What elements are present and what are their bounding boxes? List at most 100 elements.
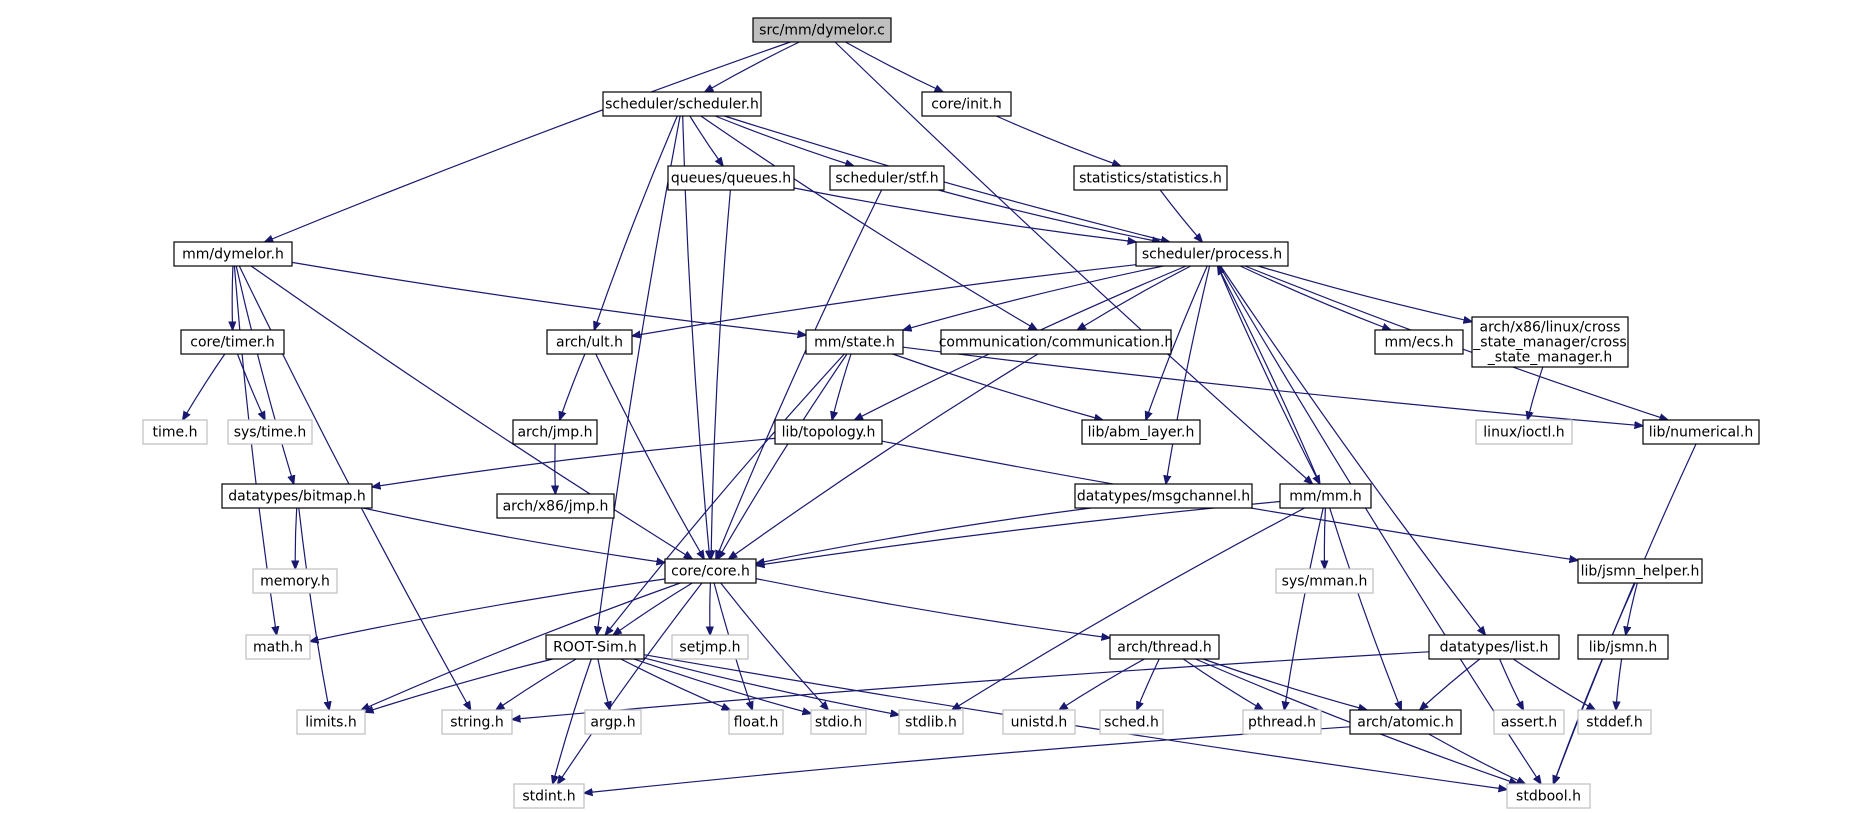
edge-root-to-mm_h (834, 41, 1313, 484)
node-memory-h[interactable]: memory.h (252, 568, 338, 594)
node-mm-h[interactable]: mm/mm.h (1279, 483, 1372, 509)
node-label: ROOT-Sim.h (553, 640, 637, 656)
node-scheduler-h[interactable]: scheduler/scheduler.h (602, 91, 762, 117)
node-ioctl-h[interactable]: linux/ioctl.h (1475, 419, 1573, 445)
node-comm-h[interactable]: communication/communication.h (939, 329, 1174, 355)
node-numerical-h[interactable]: lib/numerical.h (1642, 419, 1760, 445)
edge-rootsim_h-to-float_h (620, 658, 730, 710)
node-bitmap-h[interactable]: datatypes/bitmap.h (221, 483, 373, 509)
node-label: stdint.h (522, 789, 575, 805)
node-pthread-h[interactable]: pthread.h (1242, 709, 1322, 735)
node-list-h[interactable]: datatypes/list.h (1428, 634, 1560, 660)
node-box (180, 329, 285, 355)
edge-mm_h-to-atomic_h (1329, 507, 1402, 710)
node-float-h[interactable]: float.h (728, 709, 784, 735)
edge-process_h-to-list_h (1220, 265, 1486, 635)
edge-queues_h-to-process_h (793, 187, 1136, 242)
edge-cross_h-to-ioctl_h (1528, 366, 1544, 420)
node-box (921, 91, 1012, 117)
node-statistics-h[interactable]: statistics/statistics.h (1073, 165, 1228, 191)
node-box (512, 419, 598, 445)
edge-mm_h-to-stdlib_h (952, 507, 1305, 710)
node-state-h[interactable]: mm/state.h (805, 329, 904, 355)
edge-jsmnhelper_h-to-stdbool_h (1553, 582, 1636, 784)
edge-mm_h-to-sysmman_h (1324, 507, 1325, 569)
node-systime-h[interactable]: sys/time.h (227, 419, 313, 445)
node-jsmnhelper-h[interactable]: lib/jsmn_helper.h (1577, 558, 1703, 584)
node-msgchannel-h[interactable]: datatypes/msgchannel.h (1074, 483, 1253, 509)
node-sched-h[interactable]: sched.h (1099, 709, 1164, 735)
edge-rootsim_h-to-stdlib_h (643, 657, 899, 715)
node-atomic-h[interactable]: arch/atomic.h (1349, 709, 1462, 735)
node-string-h[interactable]: string.h (441, 709, 513, 735)
edge-state_h-to-core_h (718, 353, 848, 559)
node-label: communication/communication.h (939, 335, 1174, 351)
edge-thread_h-to-sched_h (1137, 658, 1160, 710)
edge-statistics_h-to-process_h (1159, 189, 1202, 242)
node-ecs-h[interactable]: mm/ecs.h (1374, 329, 1464, 355)
node-jmp-h[interactable]: arch/jmp.h (512, 419, 598, 445)
node-ult-h[interactable]: arch/ult.h (546, 329, 633, 355)
node-label: stddef.h (1586, 715, 1642, 731)
node-label: unistd.h (1011, 715, 1068, 731)
node-box (774, 419, 883, 445)
node-limits-h[interactable]: limits.h (296, 709, 366, 735)
edge-list_h-to-string_h (512, 651, 1430, 720)
node-label: scheduler/stf.h (835, 171, 938, 187)
node-rootsim-h[interactable]: ROOT-Sim.h (545, 634, 645, 660)
node-cross-h[interactable]: arch/x86/linux/cross_state_manager/cross… (1471, 316, 1629, 368)
edge-list_h-to-assert_h (1499, 658, 1524, 710)
edge-rootsim_h-to-argp_h (597, 658, 610, 710)
node-timer-h[interactable]: core/timer.h (180, 329, 285, 355)
node-time-h[interactable]: time.h (142, 419, 208, 445)
node-unistd-h[interactable]: unistd.h (1002, 709, 1076, 735)
node-stdbool-h[interactable]: stdbool.h (1506, 783, 1591, 809)
edge-core_h-to-stdint_h (558, 582, 703, 784)
edge-mm_h-to-pthread_h (1284, 507, 1324, 710)
node-box (496, 493, 615, 519)
node-argp-h[interactable]: argp.h (584, 709, 642, 735)
edge-init_h-to-statistics_h (996, 115, 1120, 166)
node-box (1002, 709, 1076, 735)
edge-scheduler_h-to-queues_h (689, 115, 723, 166)
node-stddef-h[interactable]: stddef.h (1577, 709, 1652, 735)
node-box (252, 568, 338, 594)
node-jsmn-h[interactable]: lib/jsmn.h (1577, 634, 1669, 660)
node-label: string.h (450, 715, 504, 731)
node-sysmman-h[interactable]: sys/mman.h (1275, 568, 1374, 594)
node-init-h[interactable]: core/init.h (921, 91, 1012, 117)
node-stdint-h[interactable]: stdint.h (513, 783, 585, 809)
node-process-h[interactable]: scheduler/process.h (1135, 241, 1289, 267)
node-mm-dymelor-h[interactable]: mm/dymelor.h (173, 241, 293, 267)
node-stdio-h[interactable]: stdio.h (810, 709, 867, 735)
node-stf-h[interactable]: scheduler/stf.h (829, 165, 945, 191)
node-stdlib-h[interactable]: stdlib.h (898, 709, 964, 735)
node-box (1099, 709, 1164, 735)
node-box (671, 634, 749, 660)
node-setjmp-h[interactable]: setjmp.h (671, 634, 749, 660)
edge-mm_dymelor_h-to-bitmap_h (235, 265, 294, 484)
node-box (602, 91, 762, 117)
node-x86jmp-h[interactable]: arch/x86/jmp.h (496, 493, 615, 519)
node-abm-h[interactable]: lib/abm_layer.h (1081, 419, 1201, 445)
node-topology-h[interactable]: lib/topology.h (774, 419, 883, 445)
node-core-h[interactable]: core/core.h (664, 558, 757, 584)
edge-mm_dymelor_h-to-core_h (250, 265, 692, 559)
edge-scheduler_h-to-comm_h (700, 115, 1037, 330)
node-assert-h[interactable]: assert.h (1493, 709, 1565, 735)
node-box (728, 709, 784, 735)
edge-scheduler_h-to-ult_h (594, 115, 678, 330)
node-label: arch/ult.h (556, 335, 623, 351)
edge-core_h-to-stdio_h (720, 582, 829, 710)
node-root[interactable]: src/mm/dymelor.c (752, 17, 892, 43)
edge-queues_h-to-core_h (711, 189, 731, 559)
edge-bitmap_h-to-limits_h (298, 507, 329, 710)
node-queues-h[interactable]: queues/queues.h (667, 165, 795, 191)
edge-root-to-scheduler_h (705, 41, 800, 92)
node-thread-h[interactable]: arch/thread.h (1109, 634, 1220, 660)
node-label: _state_manager.h (1487, 350, 1612, 366)
edge-thread_h-to-unistd_h (1059, 658, 1145, 710)
node-math-h[interactable]: math.h (245, 634, 311, 660)
edge-atomic_h-to-stdbool_h (1428, 733, 1526, 784)
edge-jmp_h-to-x86jmp_h (555, 443, 556, 494)
